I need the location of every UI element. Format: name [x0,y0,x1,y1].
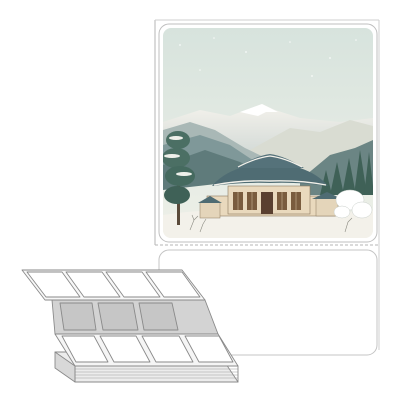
fanfold-stack [21,269,239,383]
snowy-shrubs [333,189,373,219]
top-label [158,23,378,243]
pine-forest [320,150,373,195]
label-artwork [163,28,373,238]
liner-strip [154,19,380,350]
hanok-house [198,154,342,219]
pine-tree [163,131,195,225]
